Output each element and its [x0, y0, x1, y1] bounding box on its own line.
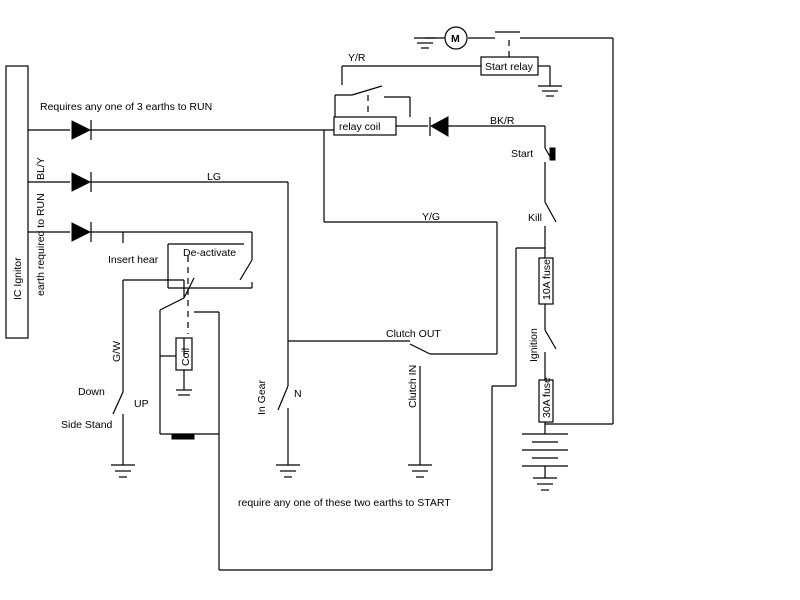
start-button-icon: [549, 147, 556, 161]
relay-coil-label: relay coil: [339, 121, 380, 133]
wire-label-bl-y: BL/Y: [35, 157, 47, 180]
fuse-10a-box: [538, 257, 554, 305]
motor-label: M: [451, 33, 460, 45]
wire-label-g-w: G/W: [111, 341, 123, 362]
ground-battery: [533, 477, 557, 491]
diode-2: [71, 172, 92, 192]
diode-4: [429, 116, 449, 137]
start-switch-label: Start: [511, 148, 533, 160]
earth-required-note: earth required to RUN: [35, 193, 47, 296]
ignition-switch-label: Ignition: [528, 328, 540, 362]
start-note: require any one of these two earths to S…: [238, 497, 451, 509]
wire-label-bk-r: BK/R: [490, 115, 515, 127]
insert-hear-label: Insert hear: [108, 254, 159, 266]
ground-start-relay: [538, 85, 562, 97]
ic-ignitor-box: [5, 65, 29, 339]
ground-side-stand: [111, 464, 135, 478]
ground-motor: [414, 37, 436, 49]
fuse-30a-label: 30A fuse: [541, 377, 553, 418]
ground-clutch: [408, 464, 432, 478]
diode-3: [71, 222, 92, 242]
fuse-30a-box: [538, 379, 554, 423]
coil-label: Coil: [180, 348, 192, 366]
fuse-10a-label: 10A fuse: [541, 259, 553, 300]
down-label: Down: [78, 386, 105, 398]
ic-ignitor-label: IC Ignitor: [12, 257, 24, 300]
up-label: UP: [134, 398, 149, 410]
wire-label-y-g: Y/G: [422, 211, 440, 223]
run-note: Requires any one of 3 earths to RUN: [40, 101, 212, 113]
clutch-in-label: Clutch IN: [407, 365, 419, 408]
diode-1: [71, 120, 92, 140]
start-relay-label: Start relay: [485, 61, 534, 73]
deactivate-label: De-activate: [183, 247, 236, 259]
clutch-out-label: Clutch OUT: [386, 328, 441, 340]
sidestand-button-icon: [171, 433, 195, 440]
wire-label-y-r: Y/R: [348, 52, 366, 64]
battery: [522, 433, 568, 478]
ground-neutral: [276, 464, 300, 478]
side-stand-label: Side Stand: [61, 419, 113, 431]
ic-ignitor: IC Ignitor earth required to RUN BL/Y: [5, 65, 70, 339]
neutral-label: N: [294, 388, 302, 400]
kill-switch-label: Kill: [528, 212, 542, 224]
in-gear-label: In Gear: [256, 379, 268, 415]
wire-label-lg: LG: [207, 171, 221, 183]
